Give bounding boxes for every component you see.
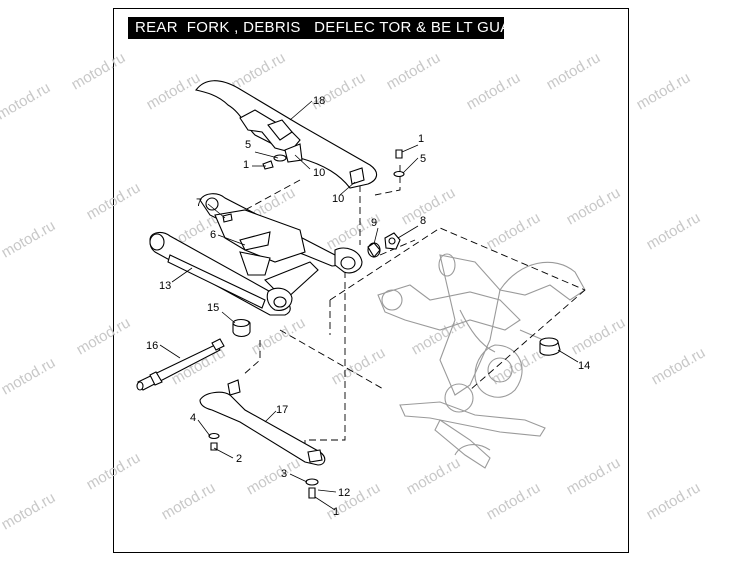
watermark-layer: motod.ru motod.ru motod.ru motod.ru moto…: [0, 49, 708, 533]
watermark: motod.ru: [144, 69, 204, 113]
callout-14: 14: [578, 360, 590, 372]
callout-10: 10: [313, 167, 325, 179]
watermark: motod.ru: [0, 354, 58, 398]
watermark: motod.ru: [564, 184, 624, 228]
watermark: motod.ru: [74, 314, 134, 358]
callout-2: 2: [236, 453, 242, 465]
fasteners: [208, 149, 405, 499]
callout-1: 1: [333, 506, 339, 518]
callout-5: 5: [245, 139, 251, 151]
pivot-hardware: [232, 232, 561, 356]
frame-ghost-outline: [377, 253, 586, 469]
watermark: motod.ru: [644, 479, 704, 523]
callout-8: 8: [420, 215, 426, 227]
pivot-shaft-part: [136, 338, 225, 391]
callout-1: 1: [243, 159, 249, 171]
watermark: motod.ru: [0, 217, 58, 261]
callout-16: 16: [146, 340, 158, 352]
watermark: motod.ru: [249, 314, 309, 358]
watermark: motod.ru: [544, 49, 604, 93]
callout-10: 10: [332, 193, 344, 205]
diagram-title: REAR FORK , DEBRIS DEFLEC TOR & BE LT GU…: [128, 17, 532, 39]
leader-lines: [159, 100, 579, 511]
watermark: motod.ru: [484, 479, 544, 523]
watermark: motod.ru: [0, 489, 58, 533]
watermark: motod.ru: [84, 179, 144, 223]
debris-deflector-part: [199, 379, 326, 466]
callout-13: 13: [159, 280, 171, 292]
watermark: motod.ru: [229, 49, 289, 93]
belt-guard-part: [195, 80, 378, 189]
callout-5: 5: [420, 153, 426, 165]
watermark: motod.ru: [644, 209, 704, 253]
watermark: motod.ru: [384, 49, 444, 93]
rear-fork-swingarm-part: [149, 193, 363, 316]
callout-4: 4: [190, 412, 196, 424]
watermark: motod.ru: [564, 454, 624, 498]
callout-17: 17: [276, 404, 288, 416]
callout-labels: 18 1 5 5 1 10 10 7 9 8 6 13 15 16 14 17 …: [146, 95, 590, 518]
callout-1: 1: [418, 133, 424, 145]
watermark: motod.ru: [329, 344, 389, 388]
watermark: motod.ru: [409, 314, 469, 358]
callout-15: 15: [207, 302, 219, 314]
callout-18: 18: [313, 95, 325, 107]
watermark: motod.ru: [464, 69, 524, 113]
callout-7: 7: [196, 197, 202, 209]
callout-3: 3: [281, 468, 287, 480]
watermark: motod.ru: [484, 209, 544, 253]
watermark: motod.ru: [159, 479, 219, 523]
watermark: motod.ru: [649, 344, 709, 388]
diagram-frame: [113, 8, 629, 553]
callout-12: 12: [338, 487, 350, 499]
watermark: motod.ru: [399, 184, 459, 228]
callout-9: 9: [371, 217, 377, 229]
watermark: motod.ru: [0, 79, 53, 123]
watermark: motod.ru: [634, 69, 694, 113]
watermark: motod.ru: [84, 449, 144, 493]
watermark: motod.ru: [69, 49, 129, 93]
watermark: motod.ru: [569, 314, 629, 358]
watermark: motod.ru: [404, 454, 464, 498]
callout-6: 6: [210, 229, 216, 241]
